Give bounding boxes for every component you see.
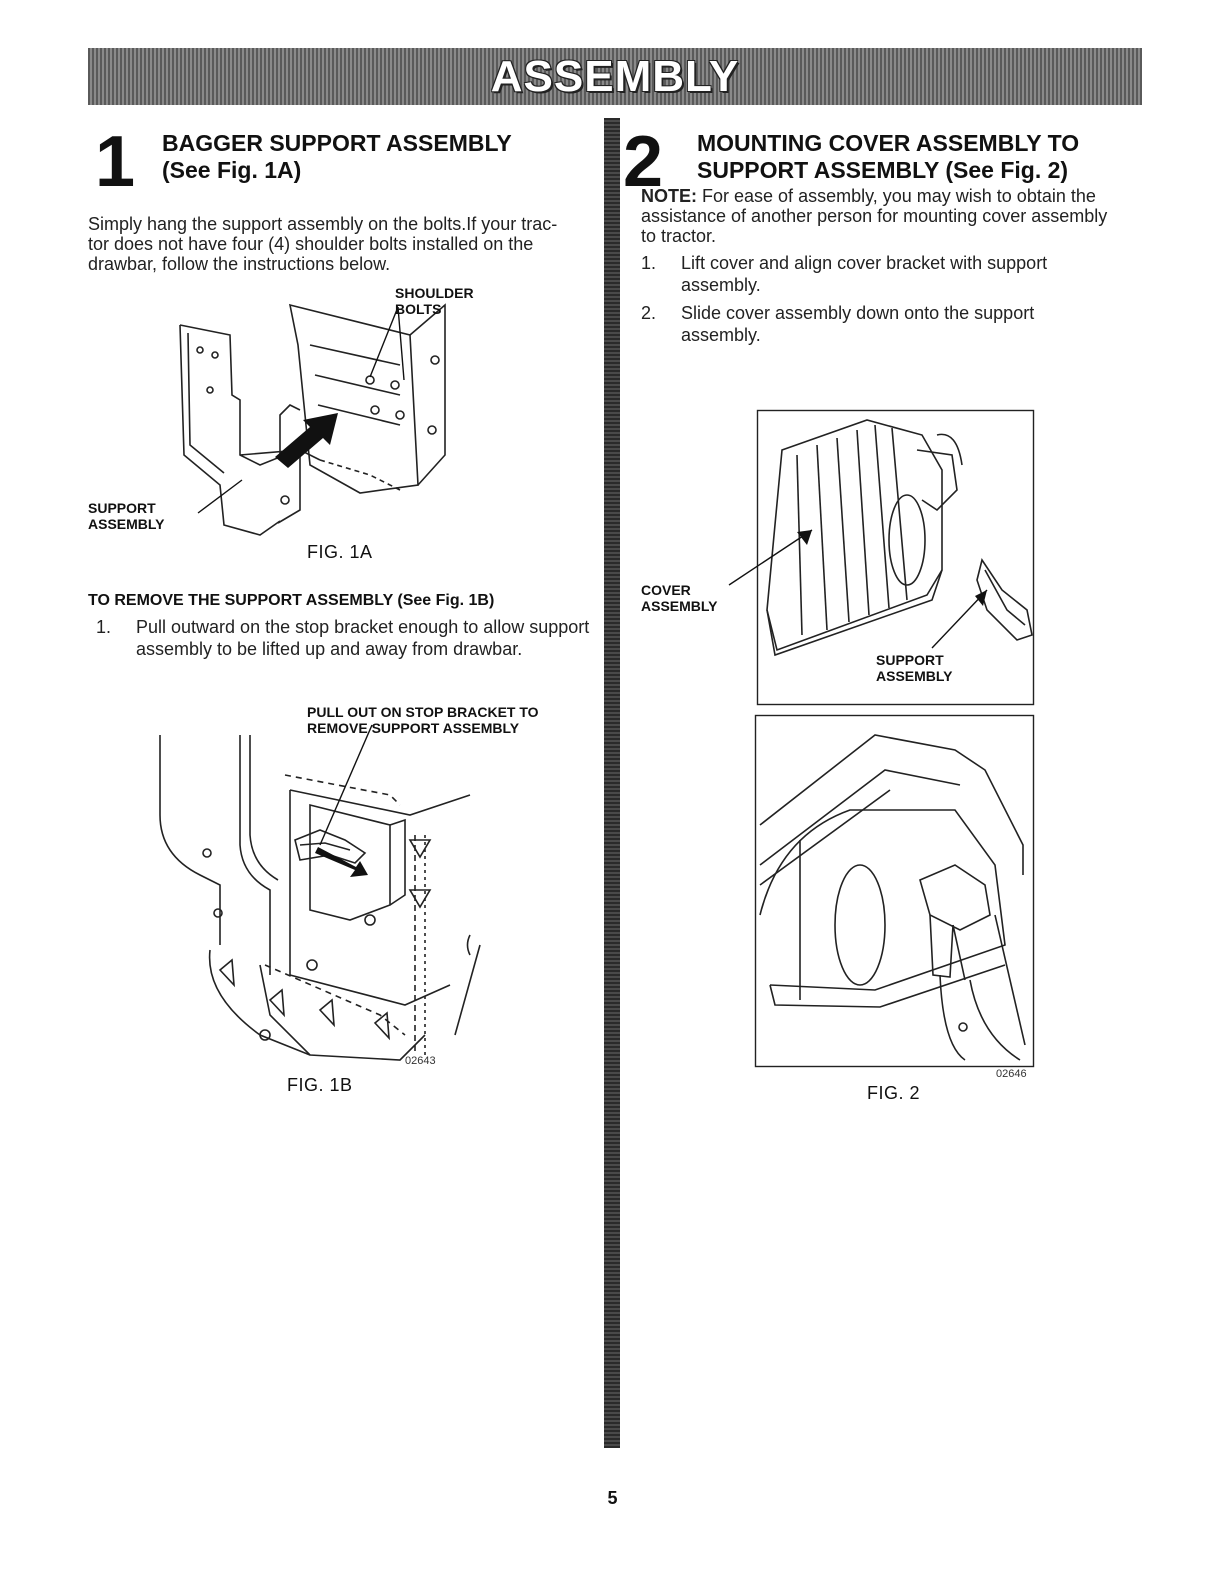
callout-pull-out: PULL OUT ON STOP BRACKET TO REMOVE SUPPO…	[307, 704, 539, 736]
page-title: ASSEMBLY	[490, 51, 740, 101]
note-line-1: NOTE: For ease of assembly, you may wish…	[641, 186, 1141, 206]
callout-shoulder-line2: BOLTS	[395, 301, 442, 317]
section1-title-line1: BAGGER SUPPORT ASSEMBLY	[162, 130, 512, 156]
section2-step-1: 1. Lift cover and align cover bracket wi…	[641, 252, 1141, 296]
callout-shoulder-bolts: SHOULDER BOLTS	[395, 285, 474, 317]
step-number-2: 2	[623, 122, 664, 202]
callout-support-2-line2: ASSEMBLY	[876, 668, 953, 684]
fig-1a-label: FIG. 1A	[307, 542, 373, 562]
callout-cover-line2: ASSEMBLY	[641, 598, 718, 614]
note-line-1-text: For ease of assembly, you may wish to ob…	[702, 186, 1096, 206]
remove-step-1: 1. Pull outward on the stop bracket enou…	[96, 616, 596, 660]
section2-title-line1: MOUNTING COVER ASSEMBLY TO	[697, 130, 1080, 156]
section2-steps-list: 1. Lift cover and align cover bracket wi…	[641, 252, 1141, 352]
note-label: NOTE:	[641, 186, 697, 206]
intro-line-1: Simply hang the support assembly on the …	[88, 214, 558, 234]
callout-pull-out-line2: REMOVE SUPPORT ASSEMBLY	[307, 720, 520, 736]
remove-step-1-number: 1.	[96, 617, 112, 637]
remove-step-1-line2: assembly to be lifted up and away from d…	[136, 639, 523, 659]
section2-step-2-line1: Slide cover assembly down onto the suppo…	[681, 303, 1035, 323]
remove-step-1-line1: Pull outward on the stop bracket enough …	[136, 617, 590, 637]
fig-1b-part-number: 02643	[405, 1055, 436, 1067]
section2-step-2-number: 2.	[641, 303, 657, 323]
note-line-2: assistance of another person for mountin…	[641, 206, 1108, 226]
callout-support-assembly-1a: SUPPORT ASSEMBLY	[88, 500, 165, 532]
section2-step-1-line2: assembly.	[681, 275, 761, 295]
callout-cover-line1: COVER	[641, 582, 691, 598]
section2-step-2-line2: assembly.	[681, 325, 761, 345]
intro-line-3: drawbar, follow the instructions below.	[88, 254, 391, 274]
section1-title-line2: (See Fig. 1A)	[162, 157, 302, 183]
callout-support-line2: ASSEMBLY	[88, 516, 165, 532]
fig-2-part-number: 02646	[996, 1068, 1027, 1080]
callout-support-line1: SUPPORT	[88, 500, 156, 516]
section2-title-line2: SUPPORT ASSEMBLY (See Fig. 2)	[697, 157, 1069, 183]
fig-2-top-panel	[728, 409, 1035, 706]
section2-step-2: 2. Slide cover assembly down onto the su…	[641, 302, 1141, 346]
column-divider	[604, 118, 620, 1448]
fig-2-label: FIG. 2	[867, 1083, 921, 1103]
fig-1b-label: FIG. 1B	[287, 1075, 353, 1095]
callout-cover-assembly: COVER ASSEMBLY	[641, 582, 718, 614]
section2-step-1-line1: Lift cover and align cover bracket with …	[681, 253, 1048, 273]
note-line-3: to tractor.	[641, 226, 717, 246]
callout-shoulder-line1: SHOULDER	[395, 285, 474, 301]
callout-support-2-line1: SUPPORT	[876, 652, 944, 668]
callout-support-assembly-2: SUPPORT ASSEMBLY	[876, 652, 953, 684]
intro-line-2: tor does not have four (4) shoulder bolt…	[88, 234, 534, 254]
callout-pull-out-line1: PULL OUT ON STOP BRACKET TO	[307, 704, 539, 720]
header-banner: ASSEMBLY	[88, 48, 1142, 105]
fig-2-bottom-panel	[754, 714, 1035, 1068]
step-number-1: 1	[95, 122, 136, 202]
remove-steps-list: 1. Pull outward on the stop bracket enou…	[96, 616, 596, 666]
fig-1b-illustration	[159, 724, 481, 1061]
page-number: 5	[607, 1488, 618, 1508]
section2-step-1-number: 1.	[641, 253, 657, 273]
fig-1a-illustration	[179, 303, 446, 536]
remove-heading: TO REMOVE THE SUPPORT ASSEMBLY (See Fig.…	[88, 592, 495, 609]
